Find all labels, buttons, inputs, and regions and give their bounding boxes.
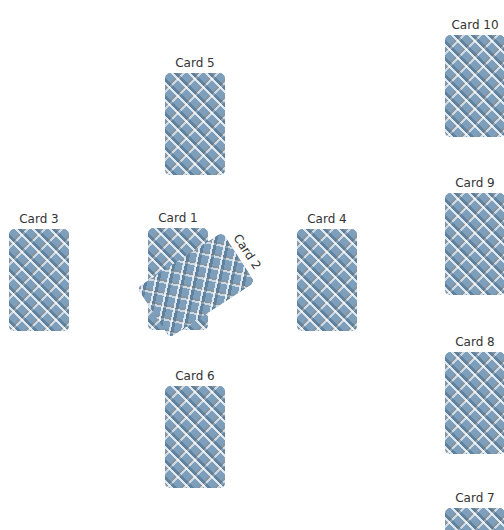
card-label: Card 7 xyxy=(443,490,504,506)
tarot-card: Card 4 xyxy=(295,211,359,331)
card-label: Card 5 xyxy=(163,55,227,71)
card-back xyxy=(297,229,357,331)
tarot-card: Card 7 xyxy=(443,490,504,530)
card-label: Card 6 xyxy=(163,368,227,384)
card-label: Card 8 xyxy=(443,334,504,350)
card-back xyxy=(165,73,225,175)
card-back xyxy=(445,352,504,454)
card-back xyxy=(445,193,504,295)
card-label: Card 10 xyxy=(443,17,504,33)
card-back xyxy=(445,508,504,530)
card-label: Card 3 xyxy=(7,211,71,227)
card-label: Card 9 xyxy=(443,175,504,191)
tarot-card: Card 5 xyxy=(163,55,227,175)
card-label: Card 1 xyxy=(146,210,210,226)
tarot-card: Card 8 xyxy=(443,334,504,454)
tarot-card: Card 6 xyxy=(163,368,227,488)
tarot-card: Card 10 xyxy=(443,17,504,137)
tarot-card: Card 9 xyxy=(443,175,504,295)
card-back xyxy=(9,229,69,331)
tarot-card: Card 3 xyxy=(7,211,71,331)
card-label: Card 4 xyxy=(295,211,359,227)
card-back xyxy=(165,386,225,488)
card-back xyxy=(445,35,504,137)
